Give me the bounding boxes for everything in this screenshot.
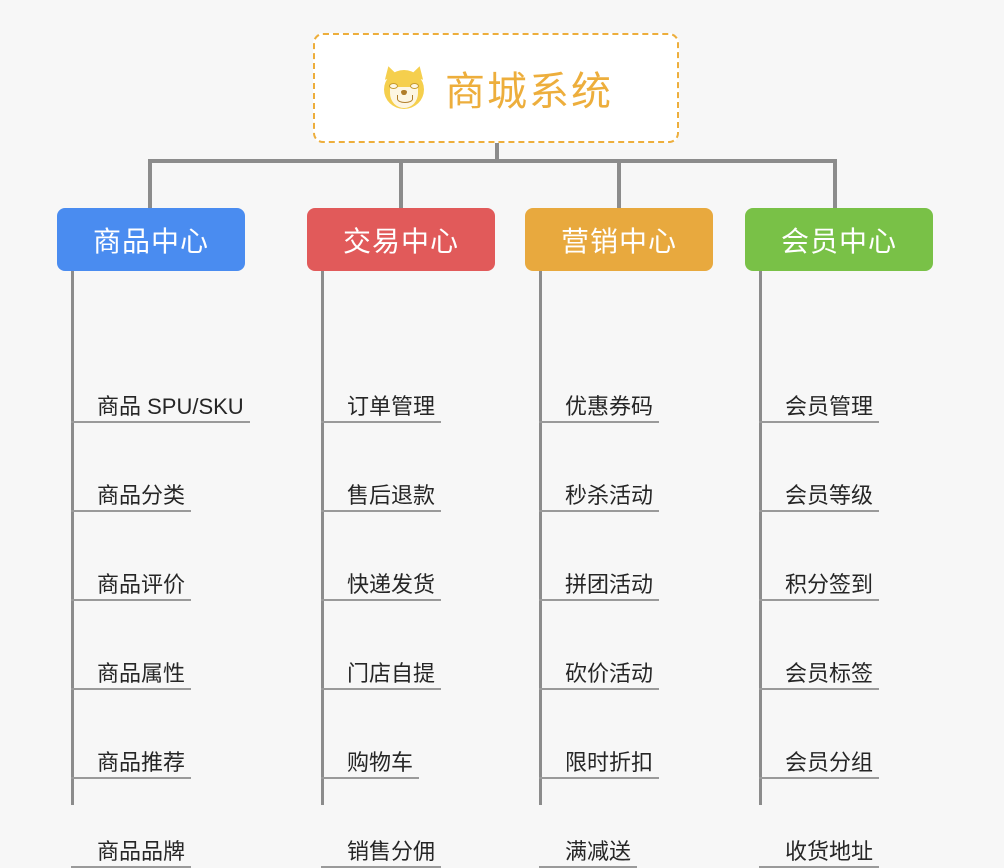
leaf-item[interactable]: 秒杀活动 xyxy=(539,468,660,512)
leaf-item[interactable]: 限时折扣 xyxy=(539,735,660,779)
branch-spine-2 xyxy=(321,271,324,805)
branch-header-2[interactable]: 交易中心 xyxy=(307,208,495,271)
leaf-label: 销售分佣 xyxy=(347,838,436,864)
leaf-label: 满减送 xyxy=(565,838,632,864)
leaf-item[interactable]: 订单管理 xyxy=(321,379,442,423)
mindmap-canvas: 商城系统 商品中心 商品 SPU/SKU 商品分类 商品评价 商品属性 商品推荐… xyxy=(57,33,933,868)
leaf-item[interactable]: 快递发货 xyxy=(321,557,442,601)
leaf-item[interactable]: 售后退款 xyxy=(321,468,442,512)
leaf-item[interactable]: 门店自提 xyxy=(321,646,442,690)
root-title: 商城系统 xyxy=(445,70,613,114)
connector-drop-3 xyxy=(617,159,621,208)
leaf-item[interactable]: 商品推荐 xyxy=(71,735,192,779)
leaf-item[interactable]: 砍价活动 xyxy=(539,646,660,690)
leaf-item[interactable]: 会员分组 xyxy=(759,735,880,779)
leaf-item[interactable]: 销售分佣 xyxy=(321,824,442,868)
connector-drop-2 xyxy=(399,159,403,208)
leaf-label: 商品评价 xyxy=(97,571,186,597)
leaf-label: 砍价活动 xyxy=(565,660,654,686)
root-node[interactable]: 商城系统 xyxy=(313,33,679,143)
branch-column-1: 商品中心 商品 SPU/SKU 商品分类 商品评价 商品属性 商品推荐 商品品牌 xyxy=(57,208,250,868)
branch-column-4: 会员中心 会员管理 会员等级 积分签到 会员标签 会员分组 收货地址 xyxy=(745,208,933,868)
branch-header-label: 营销中心 xyxy=(560,225,677,257)
shiba-dog-icon xyxy=(379,63,429,113)
leaf-label: 秒杀活动 xyxy=(565,482,654,508)
leaf-label: 拼团活动 xyxy=(565,571,654,597)
leaf-label: 限时折扣 xyxy=(565,749,654,775)
leaf-label: 商品推荐 xyxy=(97,749,186,775)
branch-header-label: 交易中心 xyxy=(342,225,459,257)
leaf-label: 商品 SPU/SKU xyxy=(97,393,244,419)
connector-root-stem xyxy=(495,143,499,163)
branch-header-4[interactable]: 会员中心 xyxy=(745,208,933,271)
branch-header-1[interactable]: 商品中心 xyxy=(57,208,245,271)
leaf-label: 售后退款 xyxy=(347,482,436,508)
leaf-item[interactable]: 商品品牌 xyxy=(71,824,192,868)
leaf-item[interactable]: 收货地址 xyxy=(759,824,880,868)
leaf-label: 积分签到 xyxy=(785,571,874,597)
leaf-label: 会员管理 xyxy=(785,393,874,419)
leaf-label: 会员分组 xyxy=(785,749,874,775)
branch-header-label: 商品中心 xyxy=(92,225,209,257)
leaf-label: 会员等级 xyxy=(785,482,874,508)
leaf-item[interactable]: 会员管理 xyxy=(759,379,880,423)
leaf-label: 商品品牌 xyxy=(97,838,186,864)
branch-column-3: 营销中心 优惠券码 秒杀活动 拼团活动 砍价活动 限时折扣 满减送 xyxy=(525,208,713,868)
leaf-label: 订单管理 xyxy=(347,393,436,419)
leaf-label: 会员标签 xyxy=(785,660,874,686)
leaf-item[interactable]: 商品分类 xyxy=(71,468,192,512)
branch-header-label: 会员中心 xyxy=(780,225,897,257)
connector-drop-4 xyxy=(833,159,837,208)
leaf-item[interactable]: 优惠券码 xyxy=(539,379,660,423)
leaf-item[interactable]: 会员等级 xyxy=(759,468,880,512)
leaf-label: 门店自提 xyxy=(347,660,436,686)
leaf-item[interactable]: 积分签到 xyxy=(759,557,880,601)
leaf-item[interactable]: 拼团活动 xyxy=(539,557,660,601)
connector-horizontal-bus xyxy=(148,159,836,163)
branch-column-2: 交易中心 订单管理 售后退款 快递发货 门店自提 购物车 销售分佣 xyxy=(307,208,495,868)
leaf-item[interactable]: 商品 SPU/SKU xyxy=(71,379,250,423)
leaf-item[interactable]: 满减送 xyxy=(539,824,638,868)
leaf-label: 优惠券码 xyxy=(565,393,654,419)
leaf-label: 购物车 xyxy=(347,749,414,775)
leaf-item[interactable]: 购物车 xyxy=(321,735,420,779)
leaf-item[interactable]: 会员标签 xyxy=(759,646,880,690)
leaf-label: 商品属性 xyxy=(97,660,186,686)
leaf-label: 收货地址 xyxy=(785,838,874,864)
leaf-label: 快递发货 xyxy=(347,571,436,597)
branch-header-3[interactable]: 营销中心 xyxy=(525,208,713,271)
branch-spine-3 xyxy=(539,271,542,805)
branch-spine-1 xyxy=(71,271,74,805)
leaf-item[interactable]: 商品评价 xyxy=(71,557,192,601)
connector-drop-1 xyxy=(148,159,152,208)
leaf-label: 商品分类 xyxy=(97,482,186,508)
branch-spine-4 xyxy=(759,271,762,805)
leaf-item[interactable]: 商品属性 xyxy=(71,646,192,690)
